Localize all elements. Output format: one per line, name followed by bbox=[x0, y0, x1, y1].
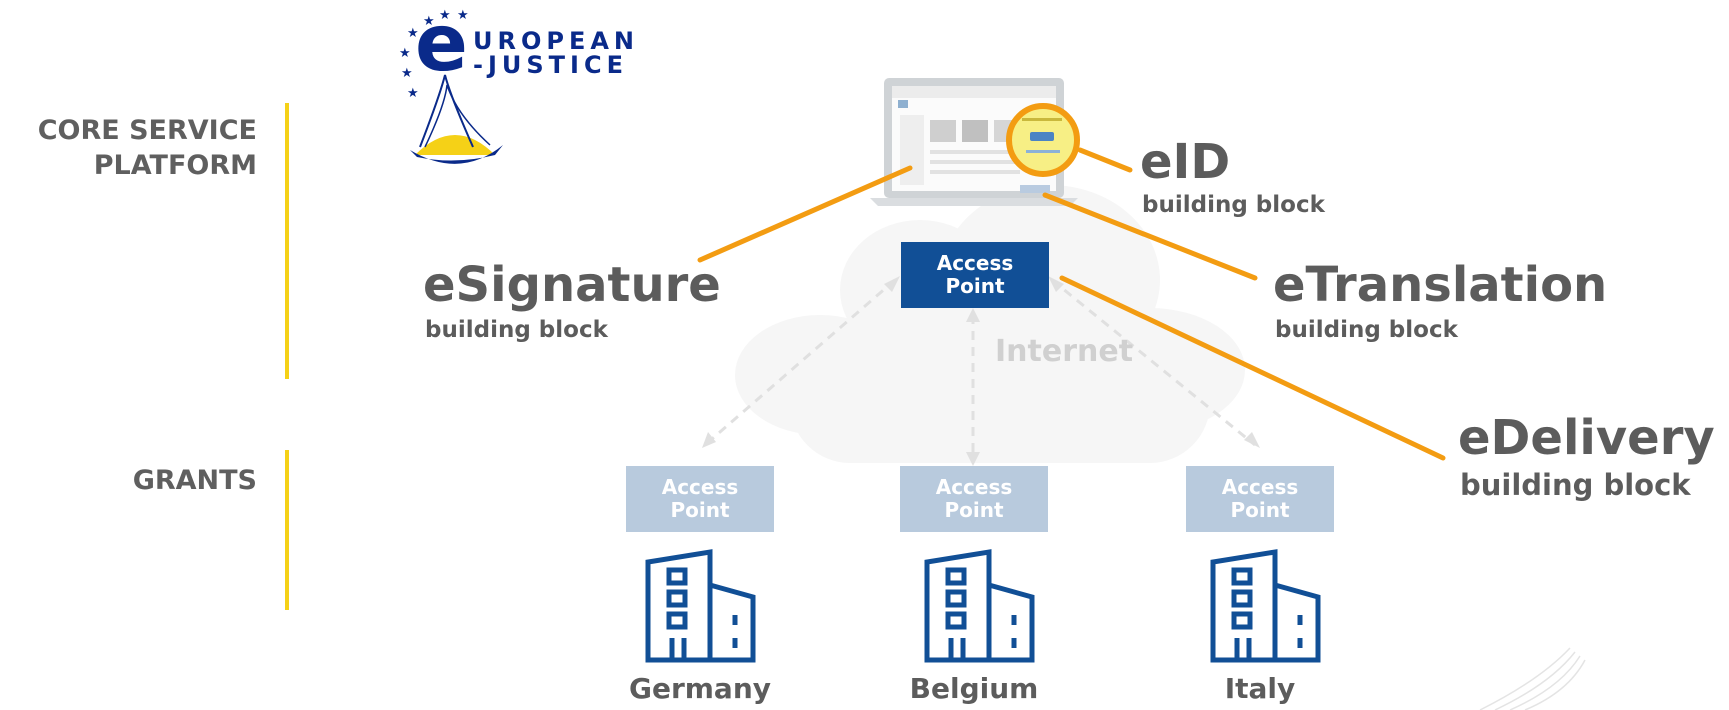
ejustice-logo-graphic: ★ ★ ★ ★ ★ ★ ★ bbox=[399, 8, 503, 164]
access-point-germany-line2: Point bbox=[670, 498, 730, 522]
ejustice-logo: ★ ★ ★ ★ ★ ★ ★ e UROPEAN -JUSTICE bbox=[395, 0, 655, 175]
link-central-italy bbox=[1051, 278, 1256, 447]
access-point-italy: Access Point bbox=[1186, 466, 1334, 532]
building-icons bbox=[645, 549, 1321, 663]
internet-link-arrowheads bbox=[702, 276, 1260, 466]
etranslation-title: eTranslation bbox=[1273, 257, 1608, 313]
connector-esignature bbox=[697, 165, 913, 263]
decorative-swirl bbox=[1479, 647, 1586, 710]
esignature-subtitle: building block bbox=[425, 317, 608, 343]
svg-text:★: ★ bbox=[423, 14, 435, 29]
access-point-italy-line2: Point bbox=[1230, 498, 1290, 522]
internet-links bbox=[704, 278, 1256, 460]
core-divider-bar bbox=[285, 103, 289, 379]
grants-divider-bar bbox=[285, 450, 289, 610]
ejustice-logo-line2: -JUSTICE bbox=[473, 51, 628, 79]
core-service-platform-label: CORE SERVICE PLATFORM bbox=[0, 113, 257, 183]
country-germany: Germany bbox=[628, 672, 772, 705]
access-point-central-line1: Access bbox=[936, 251, 1014, 275]
ejustice-logo-e: e bbox=[415, 0, 468, 89]
connector-eid bbox=[1077, 147, 1133, 173]
country-belgium: Belgium bbox=[909, 672, 1039, 705]
svg-text:★: ★ bbox=[407, 26, 419, 41]
svg-text:★: ★ bbox=[457, 8, 469, 23]
access-point-belgium-line1: Access bbox=[935, 475, 1013, 499]
etranslation-subtitle: building block bbox=[1275, 317, 1458, 343]
eid-title: eID bbox=[1140, 134, 1231, 190]
edelivery-title: eDelivery bbox=[1458, 410, 1715, 466]
country-italy: Italy bbox=[1224, 672, 1296, 705]
edelivery-subtitle: building block bbox=[1460, 468, 1691, 502]
access-point-belgium-line2: Point bbox=[944, 498, 1004, 522]
svg-text:★: ★ bbox=[439, 8, 451, 23]
building-icon-belgium bbox=[924, 549, 1035, 663]
svg-text:★: ★ bbox=[407, 86, 419, 101]
svg-text:★: ★ bbox=[399, 46, 411, 61]
eid-subtitle: building block bbox=[1142, 192, 1325, 218]
access-point-belgium: Access Point bbox=[900, 466, 1048, 532]
access-point-italy-line1: Access bbox=[1221, 475, 1299, 499]
internet-label: Internet bbox=[995, 334, 1134, 369]
connector-edelivery bbox=[1059, 275, 1446, 461]
building-icon-italy bbox=[1210, 549, 1321, 663]
access-point-germany-line1: Access bbox=[661, 475, 739, 499]
building-block-connectors bbox=[697, 147, 1446, 461]
access-point-central-line2: Point bbox=[945, 274, 1005, 298]
grants-label: GRANTS bbox=[132, 465, 257, 496]
ejustice-logo-line1: UROPEAN bbox=[473, 27, 640, 55]
connector-etranslation bbox=[1042, 192, 1258, 281]
building-icon-germany bbox=[645, 549, 756, 663]
core-label-line1: CORE SERVICE bbox=[37, 115, 257, 146]
svg-text:★: ★ bbox=[401, 66, 413, 81]
access-point-germany: Access Point bbox=[626, 466, 774, 532]
laptop-illustration bbox=[870, 78, 1080, 206]
esignature-title: eSignature bbox=[423, 257, 721, 313]
link-central-germany bbox=[704, 278, 896, 447]
access-point-central: Access Point bbox=[901, 242, 1049, 308]
internet-cloud bbox=[735, 185, 1245, 463]
core-label-line2: PLATFORM bbox=[93, 150, 257, 181]
